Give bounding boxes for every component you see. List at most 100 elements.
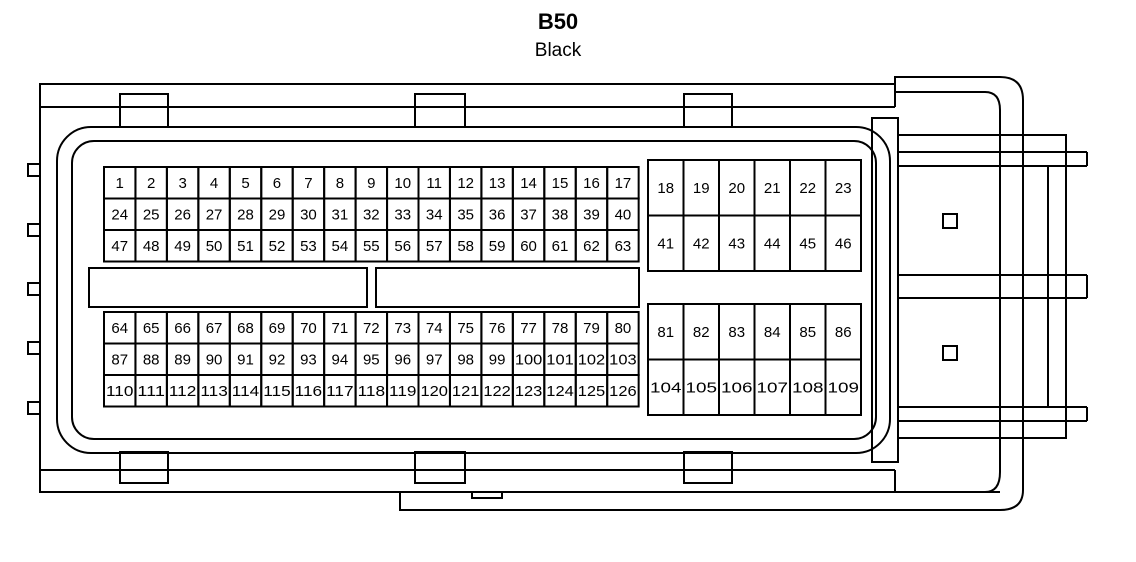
pin-number-17: 17 xyxy=(615,175,632,192)
housing-outline xyxy=(39,76,1024,511)
pin-number-112: 112 xyxy=(169,383,196,400)
pin-number-107: 107 xyxy=(757,379,789,396)
pin-number-115: 115 xyxy=(263,383,290,400)
pin-number-15: 15 xyxy=(552,175,569,192)
pin-number-61: 61 xyxy=(552,238,569,255)
lever-window xyxy=(942,213,958,229)
pin-number-122: 122 xyxy=(483,383,510,400)
pin-number-124: 124 xyxy=(546,383,573,400)
pin-number-64: 64 xyxy=(111,320,128,337)
pin-number-79: 79 xyxy=(583,320,600,337)
pin-number-36: 36 xyxy=(489,206,506,223)
pin-number-82: 82 xyxy=(693,324,710,341)
pin-number-86: 86 xyxy=(835,324,852,341)
connector-title: B50 xyxy=(537,9,579,34)
pin-number-41: 41 xyxy=(657,235,674,252)
pin-number-113: 113 xyxy=(200,383,227,400)
pin-number-27: 27 xyxy=(206,206,223,223)
pin-number-72: 72 xyxy=(363,320,380,337)
pin-number-74: 74 xyxy=(426,320,443,337)
pin-number-34: 34 xyxy=(426,206,443,223)
pin-number-19: 19 xyxy=(693,180,710,197)
pin-number-50: 50 xyxy=(206,238,223,255)
pin-number-26: 26 xyxy=(174,206,191,223)
pin-number-96: 96 xyxy=(394,351,411,368)
pin-number-12: 12 xyxy=(457,175,474,192)
lever-window xyxy=(942,345,958,361)
pin-number-8: 8 xyxy=(336,175,344,192)
pin-number-48: 48 xyxy=(143,238,160,255)
pin-number-83: 83 xyxy=(728,324,745,341)
pin-number-109: 109 xyxy=(828,379,860,396)
divider-bar xyxy=(88,267,368,308)
pin-number-14: 14 xyxy=(520,175,537,192)
pin-number-52: 52 xyxy=(269,238,286,255)
pin-number-100: 100 xyxy=(515,351,542,368)
pin-number-51: 51 xyxy=(237,238,254,255)
locking-lever xyxy=(897,134,1067,439)
pin-number-90: 90 xyxy=(206,351,223,368)
pin-number-56: 56 xyxy=(394,238,411,255)
pin-number-6: 6 xyxy=(273,175,281,192)
pin-number-80: 80 xyxy=(615,320,632,337)
pin-number-69: 69 xyxy=(269,320,286,337)
pin-number-95: 95 xyxy=(363,351,380,368)
pin-number-1: 1 xyxy=(116,175,124,192)
pin-number-30: 30 xyxy=(300,206,317,223)
pin-number-31: 31 xyxy=(332,206,349,223)
pin-number-103: 103 xyxy=(609,351,636,368)
pin-number-99: 99 xyxy=(489,351,506,368)
pin-number-16: 16 xyxy=(583,175,600,192)
pin-cell xyxy=(606,374,640,408)
pin-number-24: 24 xyxy=(111,206,128,223)
pin-number-3: 3 xyxy=(178,175,186,192)
pin-number-65: 65 xyxy=(143,320,160,337)
pin-number-40: 40 xyxy=(615,206,632,223)
pin-number-73: 73 xyxy=(394,320,411,337)
pin-number-22: 22 xyxy=(799,180,816,197)
pin-cavity-outline xyxy=(56,126,891,454)
pin-number-20: 20 xyxy=(728,180,745,197)
pin-number-81: 81 xyxy=(657,324,674,341)
pin-number-75: 75 xyxy=(457,320,474,337)
pin-number-25: 25 xyxy=(143,206,160,223)
pin-number-57: 57 xyxy=(426,238,443,255)
pin-number-47: 47 xyxy=(111,238,128,255)
pin-number-13: 13 xyxy=(489,175,506,192)
pin-cell xyxy=(824,214,862,272)
pin-number-108: 108 xyxy=(792,379,824,396)
pin-number-93: 93 xyxy=(300,351,317,368)
pin-number-119: 119 xyxy=(389,383,416,400)
pin-number-125: 125 xyxy=(578,383,605,400)
pin-number-106: 106 xyxy=(721,379,753,396)
pin-number-91: 91 xyxy=(237,351,254,368)
pin-number-53: 53 xyxy=(300,238,317,255)
pin-number-111: 111 xyxy=(137,383,164,400)
pin-number-32: 32 xyxy=(363,206,380,223)
pin-number-126: 126 xyxy=(609,383,636,400)
pin-number-43: 43 xyxy=(728,235,745,252)
pin-number-123: 123 xyxy=(515,383,542,400)
pin-number-38: 38 xyxy=(552,206,569,223)
latch-tab xyxy=(414,93,466,128)
pin-number-118: 118 xyxy=(358,383,385,400)
pin-number-76: 76 xyxy=(489,320,506,337)
pin-number-67: 67 xyxy=(206,320,223,337)
pin-number-37: 37 xyxy=(520,206,537,223)
divider-bar xyxy=(375,267,640,308)
pin-number-11: 11 xyxy=(426,175,442,192)
pin-number-58: 58 xyxy=(457,238,474,255)
pin-number-7: 7 xyxy=(304,175,312,192)
pin-number-62: 62 xyxy=(583,238,600,255)
pin-number-120: 120 xyxy=(421,383,448,400)
pin-number-94: 94 xyxy=(332,351,349,368)
pin-number-18: 18 xyxy=(657,180,674,197)
pin-number-105: 105 xyxy=(686,379,718,396)
pin-number-77: 77 xyxy=(520,320,537,337)
pin-number-60: 60 xyxy=(520,238,537,255)
